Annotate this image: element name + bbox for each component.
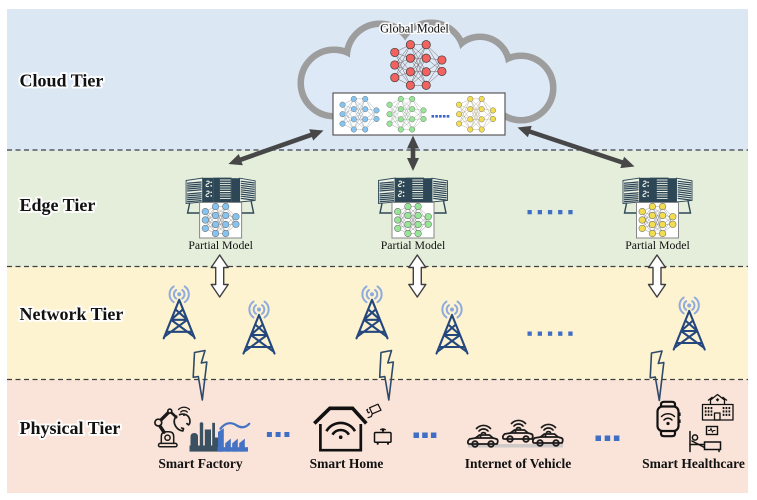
svg-text:Cloud Tier: Cloud Tier	[20, 71, 104, 91]
svg-text:Edge Tier: Edge Tier	[20, 195, 96, 215]
svg-text:Partial Model: Partial Model	[625, 238, 690, 252]
svg-text:Partial Model: Partial Model	[381, 238, 446, 252]
svg-text:Edge Tier: Edge Tier	[20, 195, 96, 215]
svg-text:Physical Tier: Physical Tier	[20, 418, 121, 438]
svg-text:Cloud Tier: Cloud Tier	[20, 71, 104, 91]
svg-text:Global Model: Global Model	[380, 22, 449, 36]
svg-text:Network Tier: Network Tier	[20, 304, 124, 324]
svg-text:Global Model: Global Model	[380, 22, 449, 36]
svg-text:Smart Home: Smart Home	[310, 456, 384, 471]
svg-text:Internet of Vehicle: Internet of Vehicle	[465, 456, 571, 471]
svg-text:Smart Factory: Smart Factory	[158, 456, 243, 471]
svg-text:Network Tier: Network Tier	[20, 304, 124, 324]
svg-text:Partial Model: Partial Model	[188, 238, 253, 252]
svg-text:Physical Tier: Physical Tier	[20, 418, 121, 438]
svg-text:Smart Healthcare: Smart Healthcare	[642, 456, 745, 471]
